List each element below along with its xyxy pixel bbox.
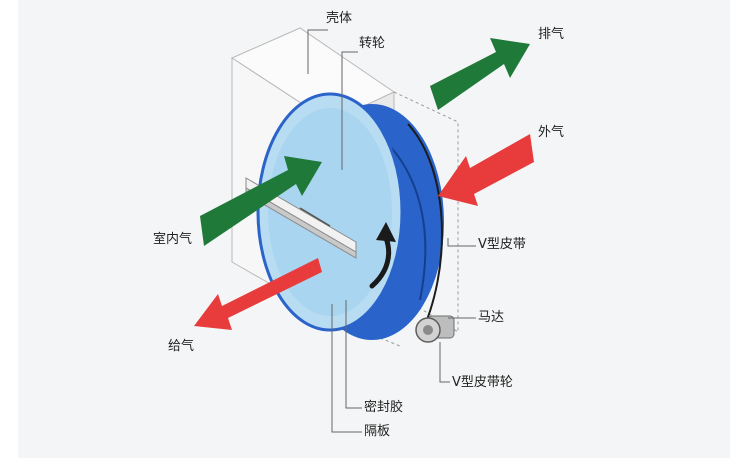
label-motor: 马达 — [478, 310, 505, 325]
leader-lines — [307, 29, 476, 433]
label-rotor: 转轮 — [359, 36, 386, 51]
label-partition: 隔板 — [364, 424, 391, 439]
label-exhaust: 排气 — [538, 27, 565, 42]
rotation-arrowhead — [376, 222, 396, 242]
label-housing: 壳体 — [326, 11, 353, 26]
label-sealant: 密封胶 — [364, 400, 404, 415]
motor — [415, 315, 455, 343]
exhaust-arrow — [430, 38, 530, 110]
label-v-belt-pulley: V型皮带轮 — [452, 375, 513, 390]
label-supply-air: 给气 — [168, 339, 195, 354]
v-belt — [407, 123, 443, 337]
indoor-air-arrow — [200, 156, 322, 246]
label-indoor-air: 室内气 — [153, 232, 193, 247]
label-v-belt: V型皮带 — [478, 237, 526, 252]
label-outdoor-air: 外气 — [538, 125, 565, 140]
rotation-arrow — [369, 235, 392, 289]
supply-air-arrow — [194, 258, 322, 330]
outdoor-air-arrow — [438, 134, 534, 206]
